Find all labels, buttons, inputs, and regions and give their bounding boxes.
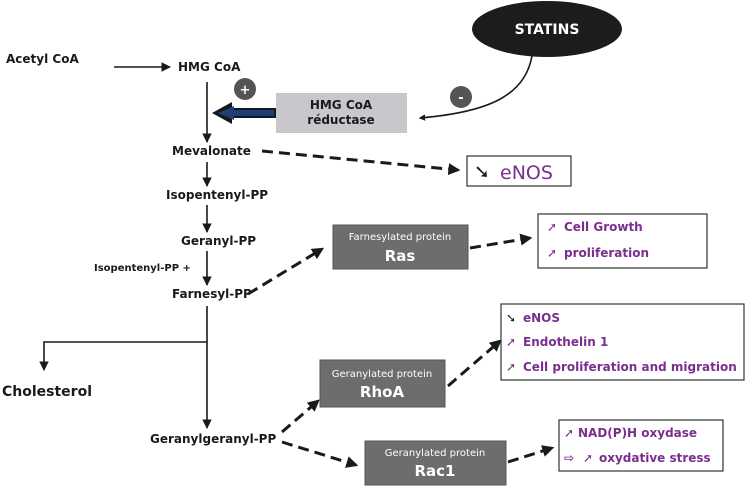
mevalonate-to-enos-arrow (261, 149, 461, 176)
to-cholesterol-arrow (39, 341, 207, 371)
enos-label: eNOS (500, 162, 553, 184)
minus-sign-circle (450, 86, 472, 108)
reductase-line2: réductase (307, 113, 374, 127)
rhoa-effect-label-0: eNOS (523, 311, 560, 325)
farnesyl-pp-label: Farnesyl-PP (172, 287, 252, 301)
geranylgeranyl-to-rac1-arrow (281, 440, 359, 468)
reductase-activity-arrow (212, 102, 276, 124)
rhoa-caption: Geranylated protein (332, 369, 432, 380)
geranyl-pp-label: Geranyl-PP (181, 234, 256, 248)
rac1-effect-arrow-0: ➚ (564, 426, 574, 440)
rac1-effect-label-1: oxydative stress (599, 451, 711, 465)
mevalonate-label: Mevalonate (172, 144, 251, 158)
statins-ellipse (472, 1, 622, 57)
hmg-coa-label: HMG CoA (178, 60, 241, 74)
isopentenyl-pp-label: Isopentenyl-PP (166, 188, 268, 202)
rac1-effect-arrow-1: ➚ (583, 451, 593, 465)
rhoa-effect-label-2: Cell proliferation and migration (523, 360, 737, 374)
rhoa-effects-box (500, 303, 745, 381)
minus-sign: - (458, 91, 463, 106)
isopentenyl-pp-plus-label: Isopentenyl-PP + (94, 263, 191, 274)
statins-label: STATINS (515, 22, 580, 38)
ras-to-effects-arrow (469, 233, 533, 250)
rac1-caption: Geranylated protein (385, 448, 485, 459)
geranylgeranyl-pp-label: Geranylgeranyl-PP (150, 432, 276, 446)
rac1-box (364, 440, 507, 486)
plus-sign: + (240, 83, 251, 98)
rac1-effects-box (558, 419, 724, 472)
ras-effects-box (537, 213, 708, 269)
rhoa-box (319, 359, 446, 408)
ras-caption: Farnesylated protein (349, 232, 452, 243)
cholesterol-label: Cholesterol (2, 384, 92, 400)
rhoa-title: RhoA (360, 383, 405, 401)
statins-inhibition-arrow (418, 55, 533, 121)
rac1-effect-prefix-1: ⇨ (564, 451, 574, 465)
rac1-effect-label-0: NAD(P)H oxydase (578, 426, 697, 440)
acetyl-coa-label: Acetyl CoA (6, 52, 79, 66)
plus-sign-circle (234, 78, 256, 100)
ras-effect-label-0: Cell Growth (564, 220, 643, 234)
enos-down-arrow: ➘ (474, 161, 490, 183)
ras-title: Ras (385, 247, 416, 265)
farnesyl-to-ras-arrow (247, 247, 325, 296)
ras-box (332, 224, 469, 270)
geranylgeranyl-to-rhoa-arrow (281, 399, 320, 434)
hmg-coa-reductase-box (276, 93, 407, 133)
rhoa-effect-arrow-1: ➚ (506, 335, 516, 349)
rhoa-effect-arrow-2: ➚ (506, 360, 516, 374)
ras-effect-label-1: proliferation (564, 246, 649, 260)
rhoa-effect-label-1: Endothelin 1 (523, 335, 608, 349)
enos-box (466, 155, 572, 187)
rhoa-to-effects-arrow (447, 339, 502, 388)
rac1-to-effects-arrow (507, 445, 555, 464)
ras-effect-arrow-0: ➚ (547, 220, 557, 234)
reductase-line1: HMG CoA (310, 98, 373, 112)
ras-effect-arrow-1: ➚ (547, 246, 557, 260)
rac1-title: Rac1 (414, 462, 455, 480)
rhoa-effect-arrow-0: ➘ (506, 311, 516, 325)
